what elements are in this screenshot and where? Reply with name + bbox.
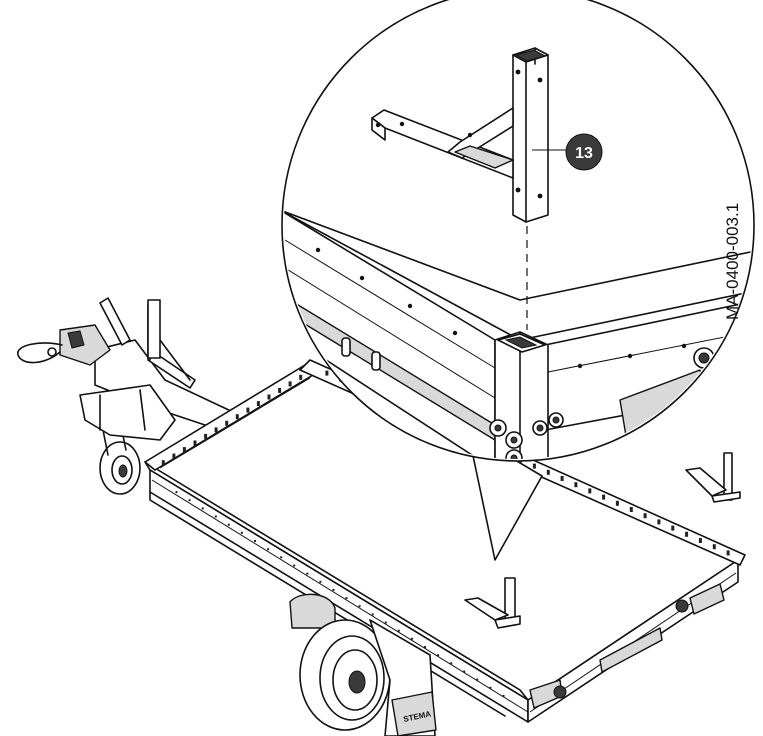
rail-slot [188, 499, 191, 502]
rail-slot [345, 597, 348, 600]
rail-slot [278, 387, 282, 393]
rail-slot [424, 646, 426, 648]
rail-slot [450, 662, 453, 665]
rail-slot [280, 556, 283, 559]
rail-slot [293, 564, 296, 567]
rail-slot [288, 381, 292, 387]
rail-slot [332, 588, 335, 591]
rail-slot [657, 519, 661, 525]
rail-slot [502, 694, 505, 697]
rail-slot [615, 500, 619, 506]
main-wheel: STEMA [289, 593, 437, 736]
rail-slot [299, 374, 303, 380]
rail-slot [175, 491, 178, 494]
rail-slot [246, 407, 250, 413]
rail-slot [588, 488, 592, 494]
rail-slot [384, 621, 387, 624]
rail-slot [410, 637, 413, 640]
corner-post-front-center [464, 577, 521, 629]
rail-slot [193, 440, 197, 446]
rail-slot [726, 550, 730, 556]
rail-slot [546, 469, 550, 475]
rail-slot [629, 507, 633, 512]
rail-slot [574, 482, 578, 488]
rail-slot [712, 544, 716, 550]
rail-slot [240, 531, 243, 534]
rail-slot [358, 605, 361, 608]
rail-slot [437, 654, 440, 657]
rail-slot [602, 494, 606, 500]
callout-number: 13 [575, 145, 593, 162]
rail-slot [319, 580, 322, 583]
callout-badge: 13 [565, 133, 603, 171]
rail-slot [172, 453, 176, 459]
corner-post-bracket [371, 47, 549, 223]
rail-slot [671, 525, 675, 531]
rail-slot [306, 572, 309, 575]
rail-slot [201, 507, 204, 510]
rail-slot [214, 515, 217, 518]
detail-magnifier: 13 [281, 0, 755, 561]
rail-slot [532, 463, 536, 469]
rail-slot [235, 414, 239, 420]
rail-slot [371, 613, 374, 616]
rail-slot [204, 433, 208, 439]
rail-slot [267, 394, 271, 400]
rail-slot [560, 476, 564, 481]
rail-slot [161, 460, 165, 466]
rail-slot [463, 670, 466, 673]
rail-slot [227, 523, 230, 526]
rail-slot [643, 513, 647, 519]
rail-slot [256, 401, 260, 407]
rail-slot [397, 629, 400, 632]
rear-lights [529, 583, 725, 709]
rail-slot [489, 686, 492, 689]
corner-post-front-left [147, 299, 161, 359]
rail-slot [182, 447, 186, 453]
corner-post-rear-right [685, 452, 741, 503]
rail-slot [225, 420, 229, 426]
rail-slot [254, 540, 256, 542]
rail-slot [325, 370, 329, 376]
rail-slot [267, 548, 270, 551]
rail-slot [476, 678, 479, 681]
rail-slot [698, 538, 702, 543]
rail-slot [214, 427, 218, 433]
drawing-id-label: MA-0400-003.1 [723, 203, 742, 320]
rail-slot [685, 531, 689, 537]
